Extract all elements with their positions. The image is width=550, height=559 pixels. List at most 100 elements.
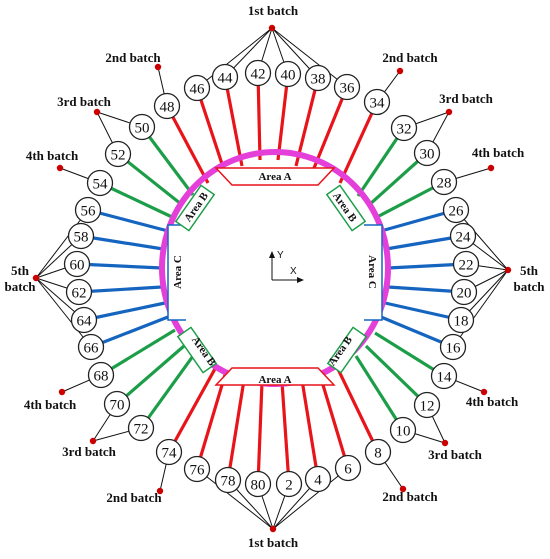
anchor-circle-52 (104, 140, 132, 168)
anchor-marker-4: 4 (304, 465, 332, 493)
anchor-circle-50 (128, 113, 156, 141)
anchor-marker-28: 28 (430, 168, 458, 196)
anchor-number-40: 40 (281, 68, 296, 84)
anchor-marker-18: 18 (447, 306, 475, 334)
anchor-circle-16 (439, 333, 467, 361)
anchor-marker-6: 6 (334, 454, 362, 482)
anchor-marker-80: 80 (244, 470, 272, 498)
anchor-marker-74: 74 (155, 438, 183, 466)
anchor-line-42 (256, 72, 262, 161)
anchor-number-64: 64 (77, 314, 93, 330)
anchor-line-72 (139, 355, 195, 429)
anchor-number-74: 74 (162, 446, 178, 462)
anchor-marker-26: 26 (442, 196, 470, 224)
y-axis-label: Y (277, 250, 284, 261)
anchor-number-58: 58 (74, 230, 89, 246)
anchor-circle-6 (334, 454, 362, 482)
area-c-right-box (364, 224, 383, 321)
anchor-number-66: 66 (84, 341, 100, 357)
area-b-upper-left-box (174, 184, 216, 232)
area-c-left-label: Area C (172, 255, 184, 289)
anchor-circle-32 (390, 114, 418, 142)
anchor-marker-30: 30 (413, 139, 441, 167)
area-a-bottom: Area A (214, 367, 336, 386)
batch-label-b2_top_right: 2nd batch (382, 50, 438, 65)
batch-dot-b2_top_left (154, 63, 162, 71)
anchor-number-72: 72 (134, 422, 149, 438)
anchor-line-76 (195, 374, 227, 470)
batch-dot-b4_top_right (487, 164, 495, 172)
anchor-marker-32: 32 (390, 114, 418, 142)
anchor-circle-64 (70, 306, 98, 334)
x-axis-label: X (290, 266, 297, 277)
anchor-marker-20: 20 (450, 278, 478, 306)
area-c-right-label: Area C (366, 255, 378, 289)
anchor-number-38: 38 (311, 72, 326, 88)
area-c-left: Area C (167, 224, 186, 321)
anchor-circle-20 (450, 278, 478, 306)
area-b-upper-right-box (325, 184, 367, 232)
anchor-circle-80 (244, 470, 272, 498)
batch-dot-b2_bottom_right (399, 485, 407, 493)
anchor-number-42: 42 (251, 67, 266, 83)
anchor-circle-28 (430, 168, 458, 196)
anchor-line-56 (87, 208, 169, 233)
anchor-number-54: 54 (93, 177, 109, 193)
anchor-marker-14: 14 (430, 362, 458, 390)
anchor-marker-48: 48 (153, 92, 181, 120)
anchor-marker-50: 50 (128, 113, 156, 141)
batch-dot-b5_right (504, 266, 512, 274)
anchor-lines (76, 72, 467, 485)
anchor-marker-36: 36 (333, 73, 361, 101)
anchor-marker-22: 22 (452, 250, 480, 278)
anchor-line-60 (76, 262, 163, 270)
anchor-line-12 (364, 344, 429, 407)
anchor-line-74 (167, 366, 218, 453)
anchor-number-60: 60 (70, 258, 85, 274)
anchor-marker-40: 40 (274, 60, 302, 88)
batch-dot-b3_top_left (93, 108, 101, 116)
x-axis-arrow (297, 277, 304, 283)
anchor-circle-26 (442, 196, 470, 224)
anchor-marker-70: 70 (103, 390, 131, 418)
batch-dot-b1_top (268, 24, 276, 32)
anchor-circle-30 (413, 139, 441, 167)
batch-label-b3_top_right: 3rd batch (439, 91, 494, 106)
anchor-circle-12 (413, 391, 441, 419)
anchor-circle-24 (449, 222, 477, 250)
anchor-number-14: 14 (437, 370, 453, 386)
anchor-number-56: 56 (81, 204, 97, 220)
area-c-right: Area C (364, 224, 383, 321)
anchor-marker-16: 16 (439, 333, 467, 361)
area-a-top: Area A (214, 167, 336, 186)
batch-dot-b3_bottom_right (441, 439, 449, 447)
batch-label-b4_top_right: 4th batch (472, 145, 525, 160)
anchor-circle-76 (183, 455, 211, 483)
area-b-lower-right-box (326, 326, 368, 374)
anchor-circle-58 (67, 222, 95, 250)
anchor-number-50: 50 (135, 121, 150, 137)
anchor-circle-62 (65, 278, 93, 306)
batch-label-b3_top_left: 3rd batch (57, 94, 112, 109)
batch-dot-b1_bottom (269, 525, 277, 533)
anchor-line-66 (90, 315, 169, 349)
anchor-marker-56: 56 (74, 196, 102, 224)
anchor-circle-10 (389, 416, 417, 444)
batch-label-b2_bottom_right: 2nd batch (382, 489, 438, 504)
anchor-line-48 (165, 105, 210, 184)
batch-label-b4_bottom_left: 4th batch (24, 397, 77, 412)
anchor-line-70 (115, 344, 186, 406)
anchor-circle-36 (333, 73, 361, 101)
anchor-circle-78 (214, 466, 242, 494)
anchor-circle-74 (155, 438, 183, 466)
anchor-line-68 (100, 328, 176, 377)
batch-label-b4_top_left: 4th batch (26, 148, 79, 163)
batch-connector-b1_top-46 (196, 27, 273, 89)
anchor-circle-22 (452, 250, 480, 278)
anchor-number-76: 76 (190, 463, 206, 479)
anchor-line-6 (318, 374, 350, 469)
anchor-circle-60 (63, 250, 91, 278)
batch-connector-b5_left-66 (35, 277, 92, 348)
